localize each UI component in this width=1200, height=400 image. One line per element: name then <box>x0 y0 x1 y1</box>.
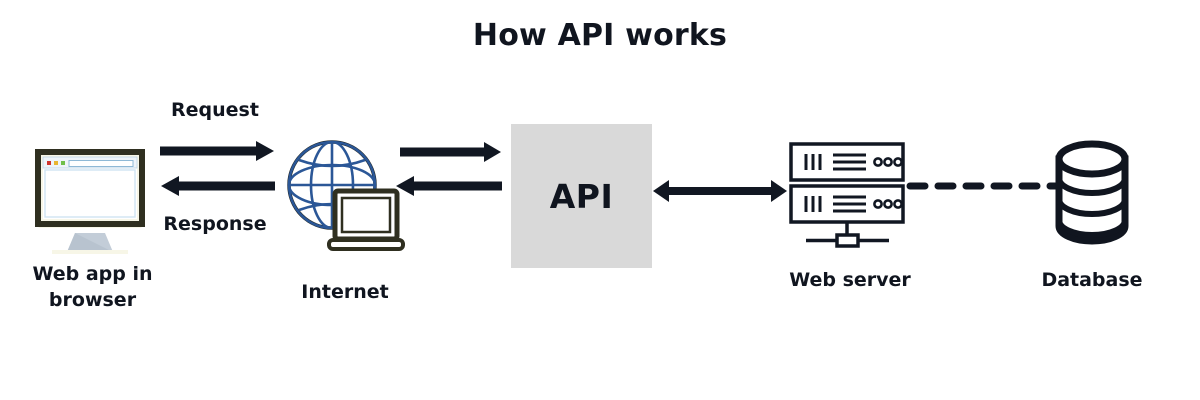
browser-page-area <box>44 169 136 218</box>
api-server-arrow <box>653 178 787 204</box>
computer-base <box>327 238 405 251</box>
monitor-base <box>52 250 128 254</box>
server-database-link <box>906 180 1060 192</box>
globe-parallel-top <box>298 158 366 168</box>
api-to-internet-head <box>396 176 414 196</box>
computer-screen <box>340 196 392 234</box>
browser-dot-yellow-icon <box>54 161 58 165</box>
server-unit-top-details <box>804 153 903 171</box>
database-ring-1 <box>1056 177 1128 196</box>
page-title: How API works <box>472 18 728 53</box>
web-server-icon <box>788 142 913 254</box>
database-icon <box>1052 140 1132 247</box>
response-arrow <box>160 175 275 197</box>
request-arrow <box>160 140 275 162</box>
internet-to-api-arrow <box>400 141 502 163</box>
web-app-caption: Web app in browser <box>32 263 153 311</box>
api-box: API <box>511 124 652 268</box>
monitor-stand-shade <box>67 233 113 252</box>
api-box-label: API <box>549 176 614 216</box>
browser-url-bar <box>68 160 134 167</box>
response-label: Response <box>163 213 267 235</box>
database-caption: Database <box>1041 269 1143 291</box>
browser-dot-green-icon <box>61 161 65 165</box>
api-server-arrow-head-left <box>653 180 669 202</box>
web-app-browser-icon <box>30 140 150 258</box>
internet-icon <box>285 138 410 253</box>
database-ring-2 <box>1056 198 1128 217</box>
api-server-arrow-head-right <box>771 180 787 202</box>
server-unit-bottom-details <box>804 195 903 213</box>
browser-dot-red-icon <box>47 161 51 165</box>
web-server-caption: Web server <box>789 269 911 291</box>
monitor-bezel <box>35 149 145 227</box>
api-to-internet-arrow <box>395 175 502 197</box>
request-arrow-head <box>256 141 274 161</box>
database-cylinder-top <box>1055 140 1129 178</box>
database-cylinder-body <box>1055 155 1129 245</box>
database-ring-3 <box>1056 219 1128 238</box>
internet-to-api-head <box>484 142 501 162</box>
internet-caption: Internet <box>301 281 389 303</box>
response-arrow-head <box>161 176 179 196</box>
request-label: Request <box>171 99 259 121</box>
server-stand <box>806 222 889 248</box>
